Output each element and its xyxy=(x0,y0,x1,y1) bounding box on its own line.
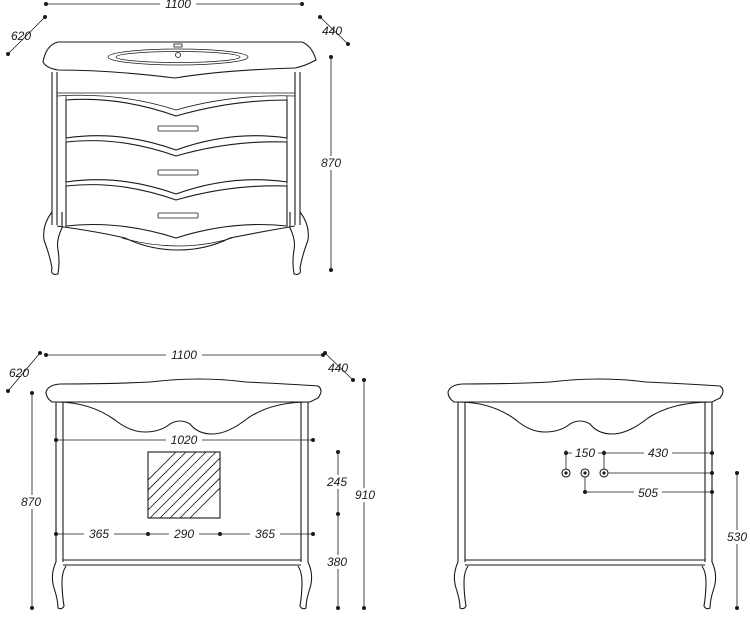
upper-height-label: 245 xyxy=(326,475,347,489)
drain-hole xyxy=(175,52,181,58)
back-height-right-label: 910 xyxy=(355,488,375,502)
drawer-middle xyxy=(65,140,288,195)
plumbing-leg-left xyxy=(453,561,469,610)
panel-hatching xyxy=(148,452,220,518)
faucet-hole xyxy=(173,43,183,48)
segment-right-label: 365 xyxy=(255,527,275,541)
front-leg-right xyxy=(289,211,309,275)
drawer-bottom-handle xyxy=(157,212,199,219)
drawer-middle-handle xyxy=(157,169,199,176)
service-panel xyxy=(147,451,221,519)
plumbing-view: 150 430 505 530 xyxy=(447,378,750,610)
inner-width-label: 1020 xyxy=(171,433,198,447)
plumbing-countertop xyxy=(447,378,724,403)
front-depth-top-label: 440 xyxy=(322,24,342,38)
offset-right-label: 430 xyxy=(648,446,668,460)
back-view: 1100 620 440 870 910 1020 xyxy=(6,348,380,610)
back-leg-left xyxy=(51,561,67,610)
back-depth-label: 620 xyxy=(9,366,29,380)
plumbing-apron xyxy=(457,401,713,435)
front-depth-label: 620 xyxy=(11,29,31,43)
front-width-label: 1100 xyxy=(165,0,191,11)
back-width-label: 1100 xyxy=(171,348,197,362)
drawer-top-handle xyxy=(157,125,199,132)
back-apron xyxy=(55,401,309,435)
front-countertop xyxy=(42,41,317,79)
front-apron xyxy=(56,225,296,251)
drain-height-label: 530 xyxy=(727,530,747,544)
back-countertop xyxy=(45,378,322,403)
back-depth-top-label: 440 xyxy=(328,361,348,375)
drawer-top xyxy=(65,98,288,151)
segment-left-label: 365 xyxy=(89,527,109,541)
back-height-left-label: 870 xyxy=(21,495,41,509)
front-height-label: 870 xyxy=(321,156,341,170)
basin xyxy=(107,48,249,66)
back-leg-right xyxy=(297,561,313,610)
drawer-bottom xyxy=(65,184,288,239)
front-leg-left xyxy=(43,211,63,275)
plumbing-leg-right xyxy=(701,561,717,610)
drain-offset-label: 505 xyxy=(638,486,658,500)
offset-left-label: 150 xyxy=(575,446,595,460)
front-view: 1100 620 440 870 xyxy=(6,0,350,275)
lower-height-label: 380 xyxy=(327,555,347,569)
segment-mid-label: 290 xyxy=(173,527,194,541)
